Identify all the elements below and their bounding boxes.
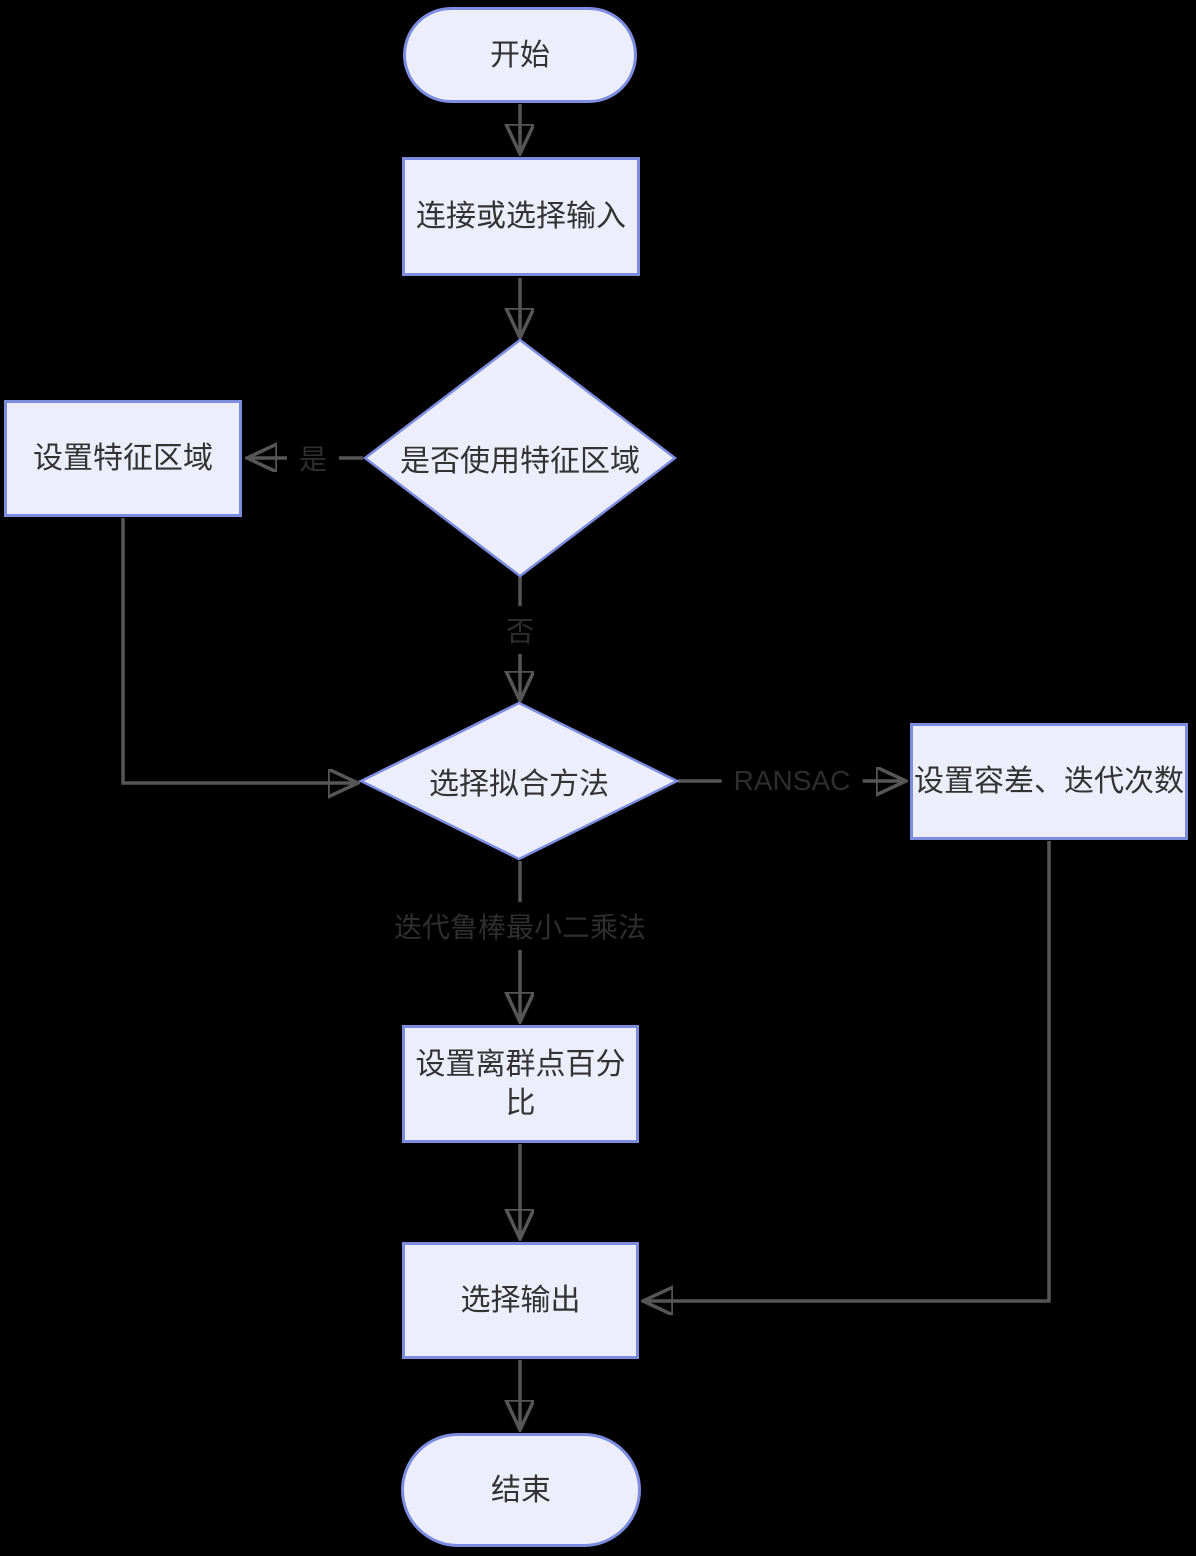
- node-set-outlier-percentage-label: 设置离群点百分比: [415, 1048, 626, 1120]
- node-select-fit-method-label: 选择拟合方法: [429, 768, 609, 801]
- node-set-feature-region-label: 设置特征区域: [33, 442, 213, 475]
- node-connect-or-select-input-label: 连接或选择输入: [416, 200, 626, 233]
- node-start: 开始: [403, 7, 637, 103]
- edge-label-ransac: RANSAC: [721, 761, 863, 801]
- node-use-feature-region: 是否使用特征区域: [362, 338, 678, 578]
- node-select-output-label: 选择输出: [460, 1284, 581, 1317]
- node-set-tolerance-iterations: 设置容差、迭代次数: [910, 723, 1188, 840]
- node-set-tolerance-iterations-label: 设置容差、迭代次数: [914, 765, 1184, 798]
- node-select-output: 选择输出: [402, 1242, 639, 1359]
- node-set-feature-region: 设置特征区域: [4, 400, 242, 517]
- edge-setfeature-to-decision2: [121, 518, 356, 783]
- node-set-outlier-percentage: 设置离群点百分比: [402, 1025, 639, 1143]
- node-end: 结束: [401, 1433, 641, 1547]
- diamond-shape: [358, 701, 680, 861]
- edge-label-irls: 迭代鲁棒最小二乘法: [381, 902, 659, 950]
- node-end-label: 结束: [491, 1473, 551, 1507]
- diamond-shape: [362, 338, 678, 578]
- node-start-label: 开始: [490, 38, 550, 72]
- node-connect-or-select-input: 连接或选择输入: [402, 157, 640, 276]
- node-use-feature-region-label: 是否使用特征区域: [400, 445, 640, 478]
- edge-label-yes: 是: [286, 434, 340, 482]
- edge-tolerance-to-output: [645, 841, 1051, 1301]
- node-select-fit-method: 选择拟合方法: [358, 701, 680, 861]
- edge-label-no: 否: [493, 606, 547, 654]
